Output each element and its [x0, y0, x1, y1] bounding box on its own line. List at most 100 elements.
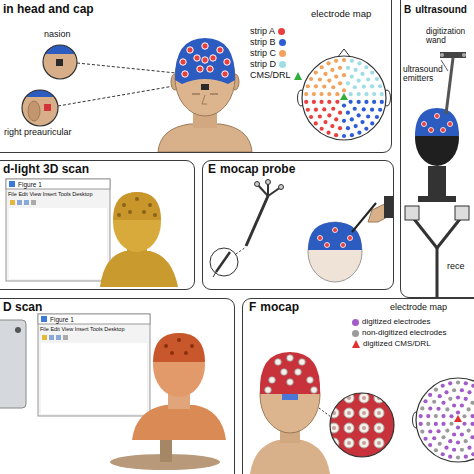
electrode-zoom-part-part-part — [374, 438, 384, 448]
scan-bust-part — [164, 344, 168, 348]
legend-entry: strip C — [250, 49, 286, 59]
map-electrode-part — [346, 81, 350, 85]
panel-title: ultrasound — [415, 4, 467, 16]
electrode-zoom-part-part-part — [362, 411, 366, 415]
ultrasound-setup-part — [440, 53, 444, 57]
map-electrode-part — [364, 100, 368, 104]
menu-bar: File Edit View Insert Tools Desktop — [8, 191, 92, 197]
map-electrode-part — [464, 439, 468, 443]
map-electrode-part — [434, 422, 438, 426]
map-electrode-part — [346, 126, 350, 130]
probe-head-part — [352, 203, 376, 232]
legend-entry: strip D — [250, 60, 286, 70]
legend-swatch — [279, 39, 286, 46]
map-electrode-part — [372, 100, 376, 104]
legend-swatch — [278, 28, 285, 35]
ultrasound-setup-part — [415, 108, 459, 136]
legend-entry: digitized CMS/DRL — [352, 340, 431, 349]
mannequin-head-part — [192, 94, 200, 95]
ultrasound-setup-part — [441, 128, 446, 133]
map-electrode-part — [364, 65, 368, 69]
electrode-zoom-part-part — [329, 393, 339, 403]
legend-swatch — [352, 319, 359, 326]
map-electrode-part — [444, 390, 448, 394]
panel-heading: in head and cap — [3, 3, 94, 17]
map-electrode-part — [464, 381, 468, 385]
ultrasound-setup-part — [422, 122, 427, 127]
map-electrode-part — [364, 92, 368, 96]
map-electrode-part — [362, 85, 366, 89]
preauricular-zoom-part — [58, 86, 174, 106]
ultrasound-setup-part — [418, 196, 456, 202]
map-electrode-part — [372, 92, 376, 96]
map-electrode-part — [357, 100, 361, 104]
figure-window-part — [9, 208, 107, 279]
map-electrode-part — [370, 108, 374, 112]
map-electrode-part — [326, 61, 330, 65]
map-electrode-part — [432, 436, 436, 440]
map-electrode — [419, 380, 474, 459]
device-label: digitization wand — [426, 27, 473, 45]
figure-panel: D scan — [0, 298, 235, 474]
map-electrode-part — [441, 414, 445, 418]
map-electrode-part — [444, 446, 448, 450]
legend-swatch — [279, 50, 286, 57]
cap-electrode-part — [187, 47, 193, 53]
mocap-probe — [210, 180, 284, 278]
menu-bar: File Edit View Insert Tools Desktop — [40, 326, 124, 332]
map-title: electrode map — [390, 303, 447, 313]
legend-marker — [294, 72, 302, 80]
scan-bust-part — [184, 351, 188, 355]
legend-text: digitized CMS/DRL — [363, 340, 431, 349]
map-electrode-part — [334, 133, 338, 137]
electrode-zoom-part-part-part — [347, 426, 351, 430]
map-electrode-part — [309, 115, 313, 119]
ultrasound-setup-part — [448, 122, 453, 127]
tablet-scanner-part — [0, 320, 26, 408]
scan-head-gold — [100, 192, 178, 287]
electrode-zoom-part-part-part — [332, 426, 336, 430]
map-electrode-part — [420, 429, 424, 433]
map-electrode-part — [334, 74, 338, 78]
electrode-zoom-part-part-part — [377, 441, 381, 445]
scan-head-gold-part — [142, 210, 146, 214]
map-electrode-part — [471, 452, 474, 456]
mocap-probe-part — [255, 182, 260, 187]
cap-electrode-part — [217, 47, 223, 53]
electrode-zoom-part-part-part — [329, 393, 339, 403]
electrode-zoom-part-part-part — [347, 411, 351, 415]
electrode-map — [413, 378, 474, 462]
map-electrode-part — [360, 120, 364, 124]
map-electrode-part — [428, 429, 432, 433]
map-electrode-part — [467, 429, 471, 433]
legend-text: strip B — [250, 38, 276, 48]
figure-window-part — [41, 316, 47, 322]
panel-title: D scan — [3, 301, 42, 315]
map-electrode-part — [432, 400, 436, 404]
panel-letter: B — [404, 4, 411, 16]
map-electrode-part — [323, 72, 327, 76]
map-electrode-part — [357, 78, 361, 82]
map-electrode-part — [452, 403, 456, 407]
map-electrode-part — [378, 108, 382, 112]
map-electrode-part — [449, 422, 453, 426]
electrode-zoom-part-part-part — [332, 396, 336, 400]
map-electrode-part — [348, 100, 352, 104]
map-electrode-part — [452, 448, 456, 452]
scan-head-gold-part — [113, 192, 161, 220]
mocap-probe-part — [279, 185, 284, 190]
map-electrode-part — [434, 388, 438, 392]
map-electrode-part — [354, 68, 358, 72]
map-electrode-part — [346, 111, 350, 115]
electrode-zoom-part-part-part — [344, 438, 354, 448]
map-electrode-part — [314, 84, 318, 88]
electrode-zoom-part-part-part — [344, 423, 354, 433]
figure-window-part — [38, 314, 150, 324]
map-electrode-part — [318, 114, 322, 118]
ultrasound-setup-part — [428, 166, 446, 196]
tablet-scanner-part — [15, 327, 21, 333]
map-electrode-part — [323, 120, 327, 124]
map-electrode-part — [346, 66, 350, 70]
mannequin-head — [158, 38, 252, 152]
scan-head-gold-part — [128, 210, 132, 214]
